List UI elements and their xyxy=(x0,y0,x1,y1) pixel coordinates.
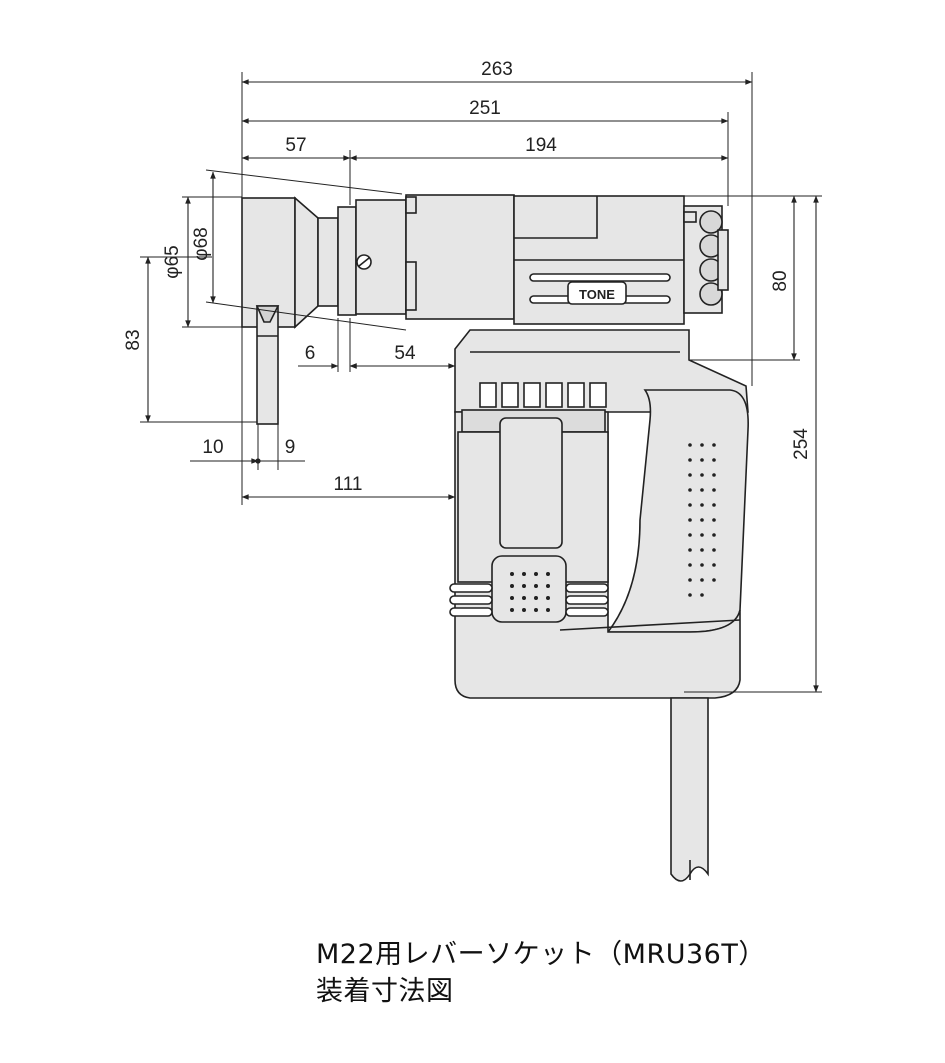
extension-lines xyxy=(140,72,822,693)
dim-83: 83 xyxy=(123,329,144,350)
dimension-labels: 263 251 57 194 φ68 φ65 83 6 54 10 9 111 … xyxy=(123,59,812,495)
power-cable xyxy=(670,697,709,882)
dim-9: 9 xyxy=(285,437,296,458)
dimension-lines xyxy=(140,79,819,693)
handle-dots xyxy=(688,443,716,597)
dim-263: 263 xyxy=(481,59,513,80)
dim-phi68: φ68 xyxy=(191,227,212,260)
dim-54: 54 xyxy=(394,343,416,364)
dim-10: 10 xyxy=(202,437,223,458)
lever-handle xyxy=(256,305,279,425)
dim-6: 6 xyxy=(305,343,316,364)
grip-rubber-ribs xyxy=(449,583,609,617)
caption-subtitle: 装着寸法図 xyxy=(316,976,454,1007)
brush-cap-icon xyxy=(699,210,723,306)
switch-vents xyxy=(479,382,607,408)
dim-80: 80 xyxy=(770,270,791,291)
dim-111: 111 xyxy=(334,474,363,495)
brand-label: TONE xyxy=(579,287,615,302)
dim-251: 251 xyxy=(469,98,501,119)
tool-body xyxy=(241,194,749,882)
grip-panel xyxy=(499,417,563,549)
dim-phi65: φ65 xyxy=(162,245,183,278)
dim-194: 194 xyxy=(525,135,557,156)
caption-title: M22用レバーソケット（MRU36T） xyxy=(316,939,766,970)
dim-57: 57 xyxy=(285,135,306,156)
brand-badge xyxy=(567,281,627,305)
dim-254: 254 xyxy=(791,428,812,460)
vent-dots xyxy=(510,572,550,612)
